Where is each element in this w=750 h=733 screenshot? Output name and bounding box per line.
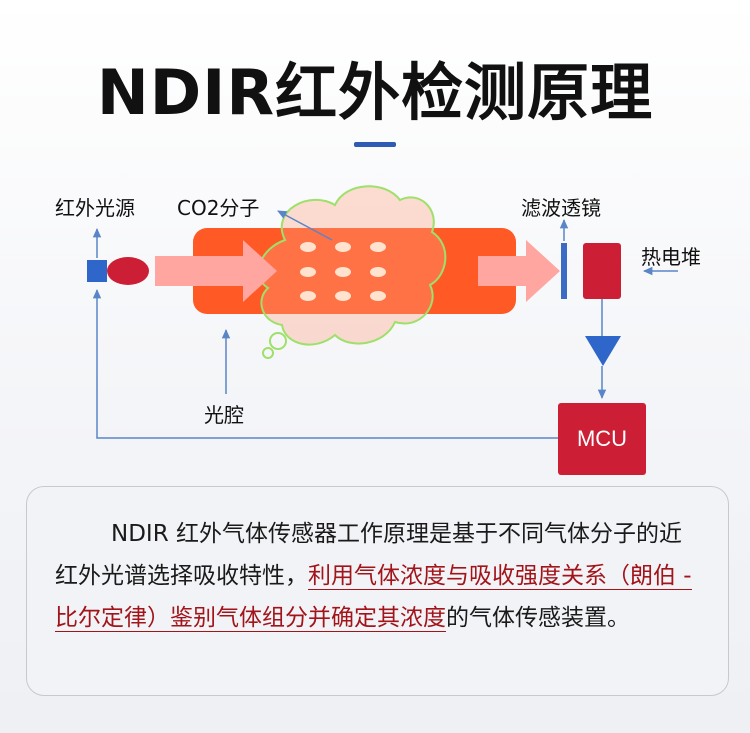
co2-molecule (335, 242, 351, 252)
mcu-feedback-line (92, 288, 558, 439)
ir-source-base (87, 260, 107, 282)
ir-beam-out-body (478, 256, 528, 286)
co2-molecule (370, 267, 386, 277)
optical-cavity-label: 光腔 (204, 403, 244, 427)
ndir-diagram (87, 185, 678, 475)
co2-molecule-label: CO2分子 (177, 196, 260, 220)
cloud-bubble-large (269, 332, 287, 350)
co2-molecule (300, 291, 316, 301)
filter-lens (561, 243, 567, 299)
page-title: NDIR红外检测原理 (96, 56, 654, 129)
co2-molecule (370, 242, 386, 252)
title-underline (354, 142, 396, 147)
co2-molecules (300, 242, 386, 301)
thermopile-label: 热电堆 (641, 245, 701, 269)
mcu-label: MCU (576, 426, 628, 451)
arrow-to-co2-label (277, 210, 333, 241)
gas-cloud (257, 185, 447, 346)
co2-molecule (370, 291, 386, 301)
co2-molecule (335, 267, 351, 277)
amplifier-icon (585, 336, 621, 366)
ir-beam-out-head (526, 240, 560, 302)
description-highlight: 利用气体浓度与吸收强度关系（朗伯 - 比尔定律）鉴别气体组分并确定其浓度 (55, 563, 692, 632)
co2-molecule (300, 267, 316, 277)
description-text: NDIR 红外气体传感器工作原理是基于不同气体分子的近红外光谱选择吸收特性， (55, 521, 682, 589)
co2-molecule (300, 242, 316, 252)
ir-beam-in-head (243, 240, 277, 302)
description-text-end: 的气体传感装置。 (446, 605, 630, 631)
ir-source-label: 红外光源 (55, 196, 135, 220)
description-box: NDIR 红外气体传感器工作原理是基于不同气体分子的近红外光谱选择吸收特性，利用… (26, 486, 729, 696)
ir-source-lamp (107, 257, 149, 285)
thermopile (583, 243, 621, 299)
filter-lens-label: 滤波透镜 (521, 196, 601, 220)
ir-beam-in-body (155, 256, 245, 286)
cloud-bubble-small (262, 347, 274, 359)
co2-molecule (335, 291, 351, 301)
optical-cavity (193, 228, 516, 314)
mcu-box (558, 403, 646, 475)
